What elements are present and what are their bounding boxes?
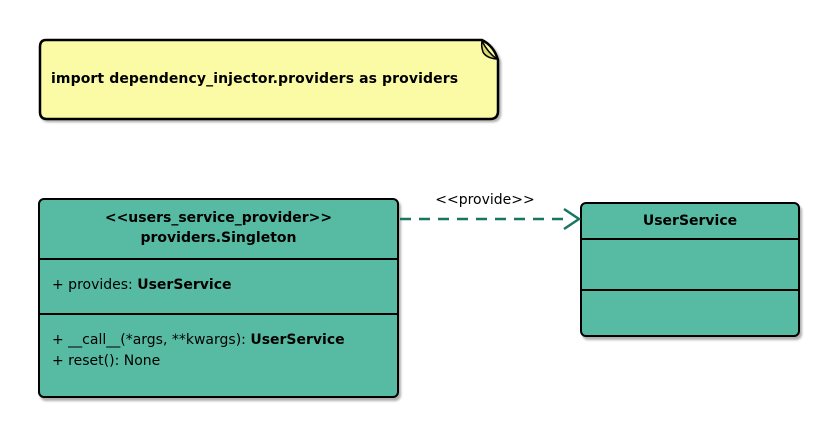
userservice-class-box: UserService	[580, 202, 800, 337]
singleton-attributes-compartment: + provides: UserService	[40, 258, 397, 313]
userservice-class-header: UserService	[582, 204, 798, 238]
singleton-class-box: <<users_service_provider>> providers.Sin…	[38, 198, 399, 398]
method-reset: + reset(): None	[52, 351, 387, 372]
singleton-class-header: <<users_service_provider>> providers.Sin…	[40, 200, 397, 258]
userservice-methods-compartment	[582, 289, 798, 335]
method-call-type: UserService	[250, 332, 345, 348]
singleton-methods-compartment: + __call__(*args, **kwargs): UserService…	[40, 313, 397, 396]
provide-arrow-label: <<provide>>	[435, 192, 535, 208]
method-call: + __call__(*args, **kwargs): UserService	[52, 330, 387, 351]
attribute-provides: + provides: UserService	[52, 275, 387, 296]
note-fold-icon	[480, 40, 498, 60]
provide-arrowhead-icon	[563, 207, 582, 231]
provide-arrow	[400, 207, 582, 231]
note-body	[38, 38, 500, 121]
singleton-class-name: providers.Singleton	[140, 230, 297, 246]
userservice-class-name: UserService	[642, 213, 738, 229]
method-call-text: + __call__(*args, **kwargs):	[52, 332, 251, 348]
import-note: import dependency_injector.providers as …	[38, 38, 502, 122]
method-reset-text: + reset(): None	[52, 353, 161, 369]
note-shape	[38, 38, 500, 121]
userservice-attributes-compartment	[582, 238, 798, 289]
singleton-stereotype: <<users_service_provider>>	[104, 210, 333, 226]
attribute-provides-text: + provides:	[52, 277, 138, 293]
import-note-text: import dependency_injector.providers as …	[51, 71, 459, 87]
attribute-provides-type: UserService	[137, 277, 232, 293]
